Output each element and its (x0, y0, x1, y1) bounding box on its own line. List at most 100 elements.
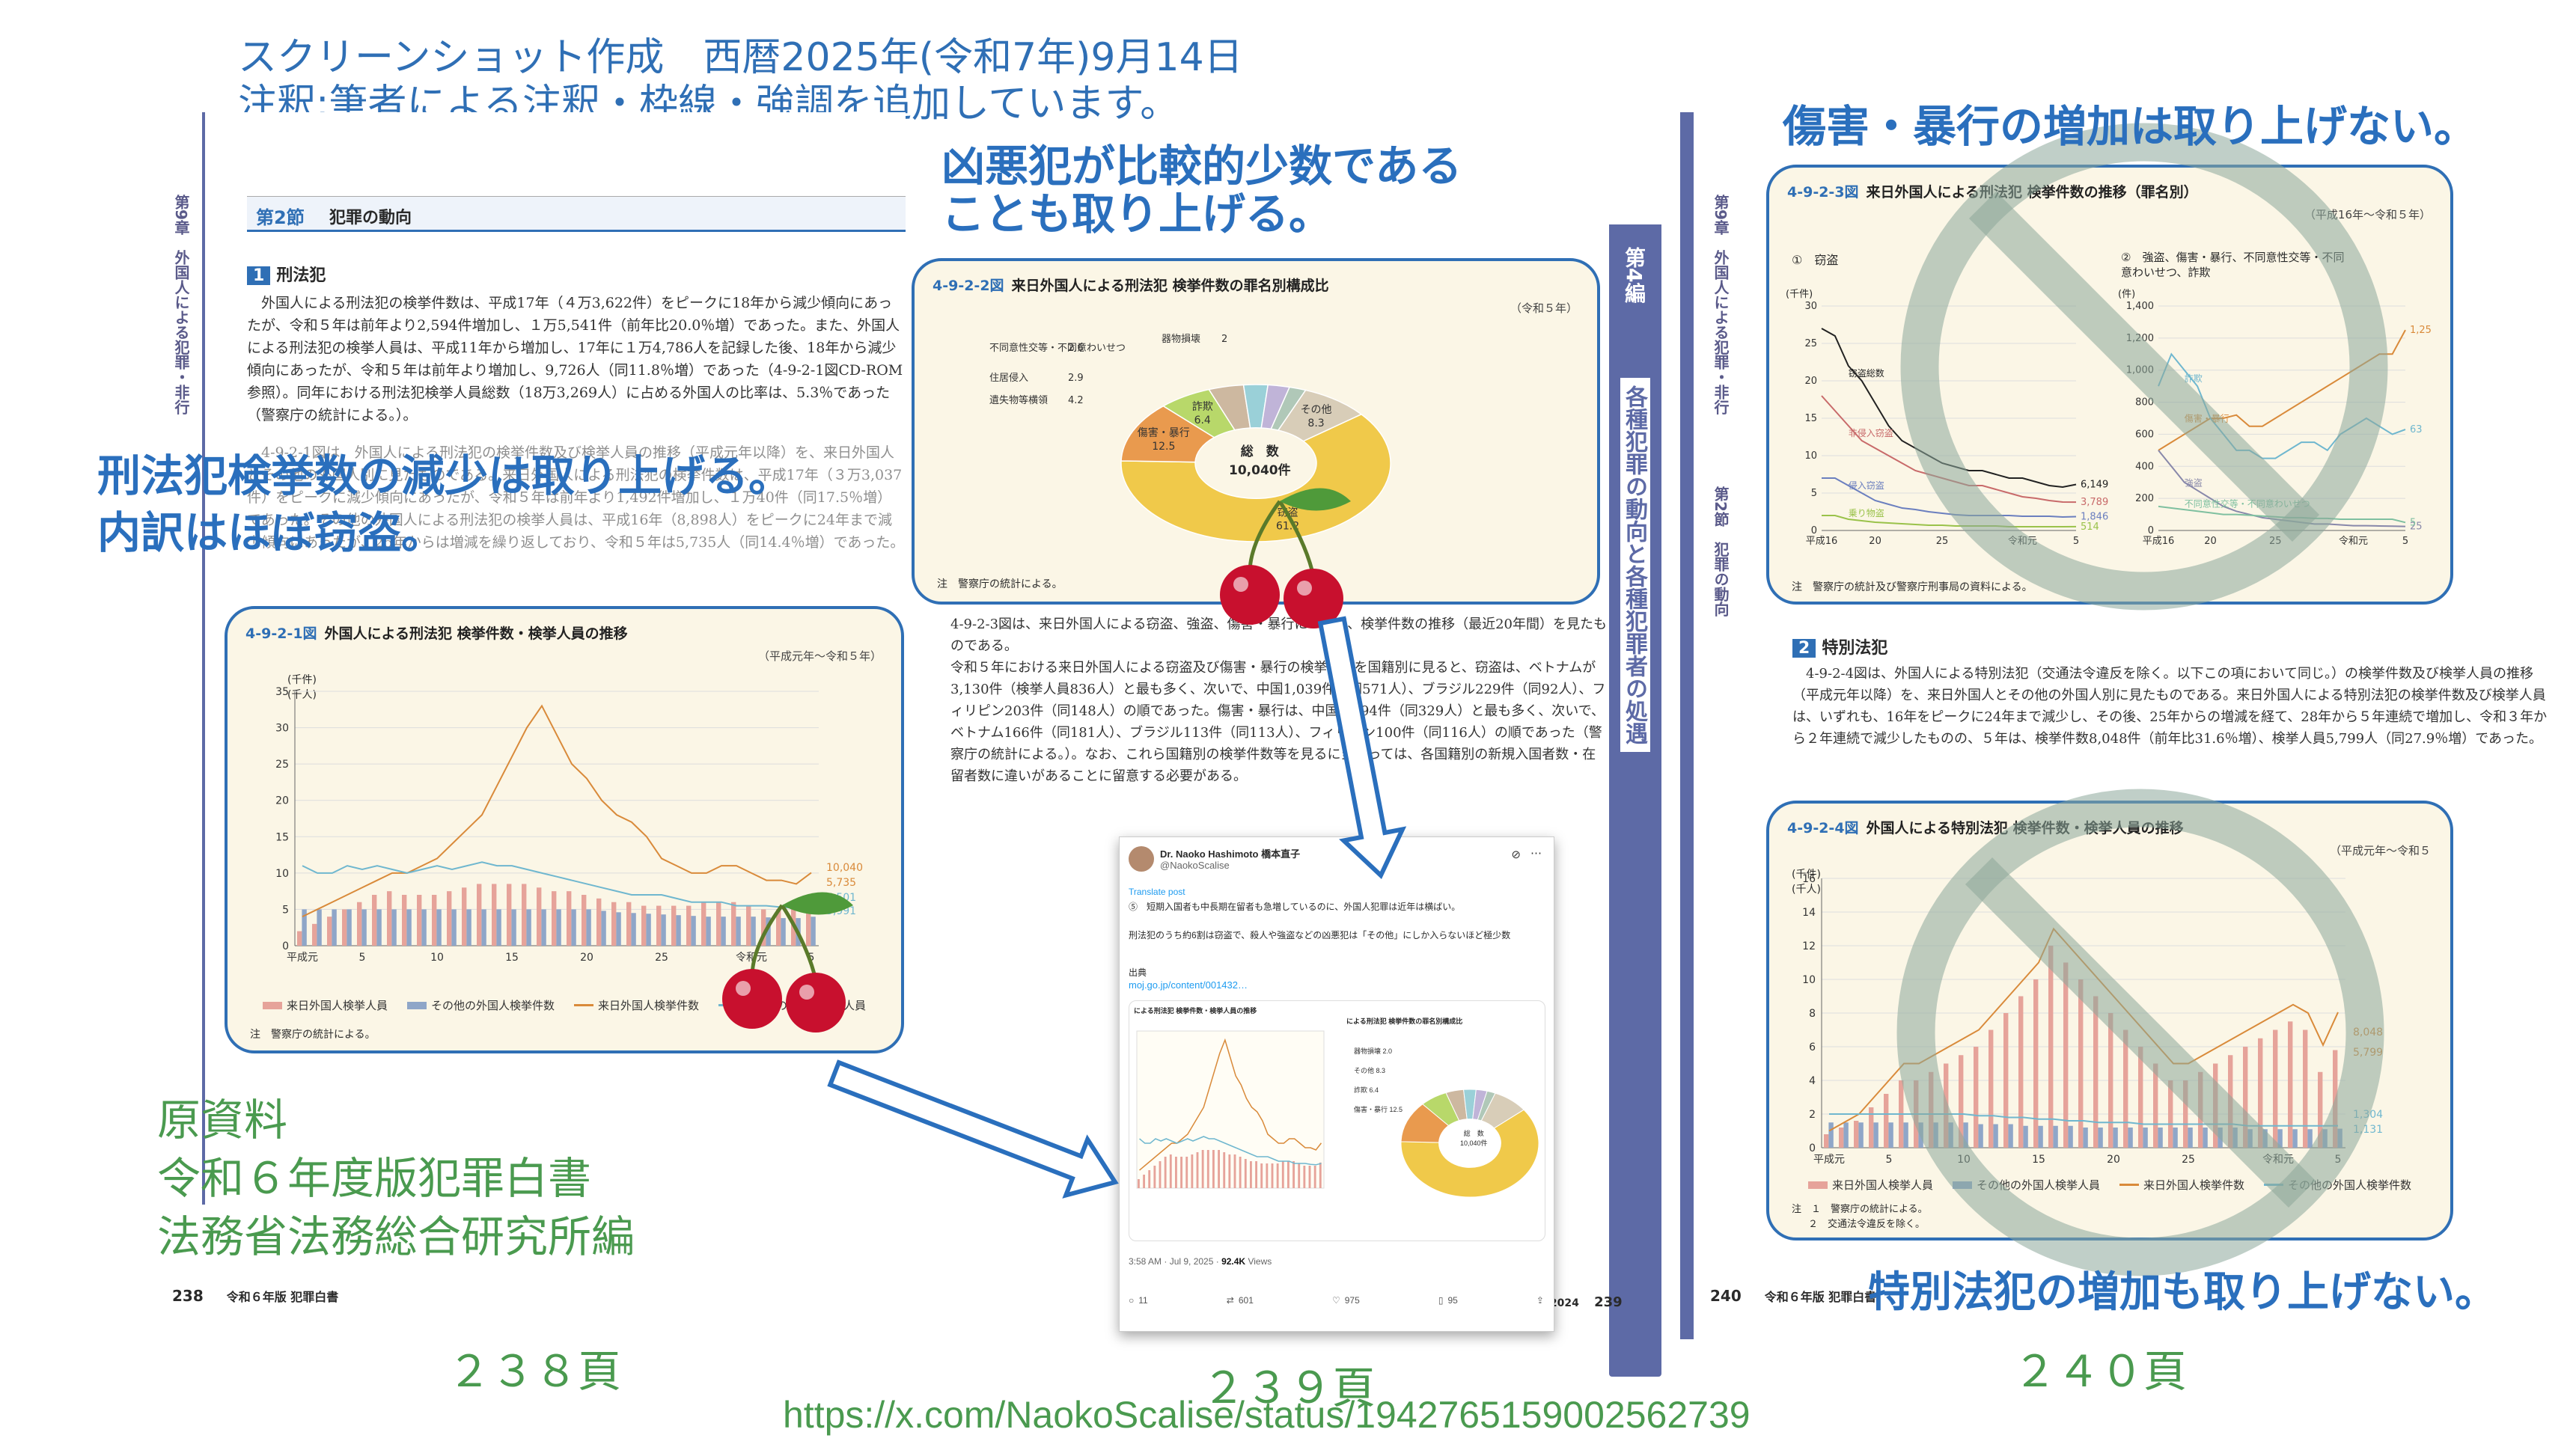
tab-title: 各種犯罪の動向と各種犯罪者の処遇 (1620, 378, 1650, 753)
bar (1858, 1122, 1864, 1148)
tweet-author[interactable]: Dr. Naoko Hashimoto 橋本直子 (1160, 848, 1301, 860)
paragraph-2: 4-9-2-1図は、外国人による刑法犯の検挙件数及び検挙人員の推移（平成元年以降… (247, 444, 905, 551)
bar (1963, 1122, 1968, 1148)
bar (2123, 1030, 2128, 1148)
bar (586, 909, 591, 946)
embed-pie-slice (1400, 1109, 1539, 1198)
bar (2277, 1129, 2283, 1148)
reply-button[interactable]: ○11 (1129, 1295, 1148, 1306)
chart-note-2: ２ 交通法令違反を除く。 (1808, 1219, 1926, 1230)
bar (716, 902, 721, 946)
tweet-embedded-image[interactable]: による刑法犯 検挙件数・検挙人員の推移 による刑法犯 検挙件数の罪名別構成比 器… (1129, 1000, 1545, 1241)
x-tick-label: 25 (2269, 536, 2282, 547)
bar (2023, 1125, 2028, 1148)
bar (332, 909, 337, 946)
bar (2038, 1125, 2043, 1148)
page-238-left-rule (202, 112, 205, 1205)
page-239-tab: 第4編 各種犯罪の動向と各種犯罪者の処遇 (1609, 224, 1661, 1377)
y-tick-label: 0 (1811, 525, 1817, 536)
more-icon[interactable]: ⋯ (1530, 847, 1542, 860)
subsection-num: 1 (247, 266, 271, 285)
slice-label: 詐欺 (1192, 401, 1213, 413)
x-tick-label: 20 (1869, 536, 1881, 547)
panel1-title: ① 窃盗 (1792, 253, 1839, 267)
avatar[interactable] (1129, 846, 1154, 872)
embed-bar (1201, 1150, 1204, 1188)
embed-bar (1169, 1154, 1172, 1188)
embed-total: 総 数 10,040件 (1460, 1130, 1488, 1147)
x-tick-label: 平成元 (287, 952, 318, 964)
tweet-actions: ○11 ⇄601 ♡975 ▯95 ⇪ (1129, 1295, 1544, 1306)
bar (582, 895, 587, 946)
bookmark-button[interactable]: ▯95 (1438, 1295, 1458, 1306)
bar (466, 909, 471, 946)
bar (2318, 1071, 2323, 1148)
page-238-sidebar: 第9章 外国人による犯罪・非行 (172, 195, 190, 414)
page-239-paragraph: 4-9-2-3図は、来日外国人による窃盗、強盗、傷害・暴行について、検挙件数の推… (950, 617, 1607, 784)
bar (481, 909, 486, 946)
slice-value: 2 (1221, 334, 1227, 345)
x-tick-label: 15 (2032, 1154, 2045, 1166)
bar (776, 909, 781, 946)
embed-bar (1298, 1163, 1301, 1188)
embed-bar (1244, 1159, 1247, 1188)
legend-item: 来日外国人検挙件数 (2119, 1177, 2244, 1193)
bar (2143, 1128, 2148, 1148)
tweet-handle[interactable]: @NaokoScalise (1160, 860, 1230, 871)
end-value-label: 1,131 (2353, 1124, 2383, 1136)
bar (496, 909, 501, 946)
x-tick-label: 令和元 (2339, 536, 2368, 547)
bar (2098, 1128, 2103, 1148)
y-tick-label: 10 (1804, 450, 1817, 462)
bar (2003, 1013, 2009, 1148)
x-tick-label: 5 (808, 952, 815, 964)
tweet-link[interactable]: moj.go.jp/content/001432… (1129, 979, 1248, 991)
series-line (2158, 450, 2406, 527)
repost-button[interactable]: ⇄601 (1226, 1295, 1254, 1306)
source-line-1: 原資料 (157, 1095, 288, 1145)
bar (2213, 1063, 2218, 1148)
tweet-card[interactable]: Dr. Naoko Hashimoto 橋本直子 @NaokoScalise ⊘… (1119, 836, 1554, 1332)
slice-label: 不同意性交等・不同意わいせつ (989, 342, 1126, 354)
bar (477, 884, 482, 946)
slice-label: 遺失物等横領 (989, 394, 1048, 406)
bar (2018, 996, 2024, 1148)
slice-value: 2.6 (1068, 343, 1084, 354)
annotation-top-center: 凶悪犯が比較的少数である ことも取り上げる。 (941, 141, 1462, 239)
chart-4-9-2-4-panel: 4-9-2-4図外国人による特別法犯 検挙件数・検挙人員の推移 （平成元年～令和… (1766, 801, 2453, 1240)
bar (432, 895, 437, 946)
bar (2218, 1128, 2223, 1148)
embed-bar (1313, 1166, 1316, 1188)
bar (1918, 1122, 1923, 1148)
slice-label: 窃盗 (1278, 507, 1298, 519)
bar (2008, 1124, 2013, 1148)
bar (2158, 1128, 2163, 1148)
y-tick-label: 30 (1804, 301, 1817, 312)
y-tick-label: 25 (1804, 338, 1817, 349)
like-button[interactable]: ♡975 (1331, 1295, 1360, 1306)
source-url[interactable]: https://x.com/NaokoScalise/status/194276… (783, 1394, 1751, 1436)
bar (616, 912, 621, 946)
bar (2303, 1030, 2308, 1148)
share-button[interactable]: ⇪ (1536, 1295, 1544, 1306)
series-name-label: 不同意性交等・不同意わいせつ (2185, 498, 2310, 509)
bar (526, 909, 531, 946)
bar (766, 917, 771, 946)
bar (2078, 979, 2084, 1148)
end-value-label: 5,501 (826, 892, 856, 904)
end-value-label: 1,25 (2410, 325, 2432, 336)
bar (641, 905, 647, 946)
chart-legend: 来日外国人検挙人員 その他の外国人検挙人員 来日外国人検挙件数 その他の外国人検… (1784, 1177, 2435, 1193)
embed-bar (1191, 1154, 1194, 1188)
bar (2183, 1080, 2188, 1148)
legend-item: 来日外国人検挙人員 (1807, 1177, 1933, 1193)
bar (2288, 1021, 2293, 1148)
grok-icon[interactable]: ⊘ (1511, 848, 1521, 861)
slice-label: 住居侵入 (989, 372, 1028, 384)
bar (1854, 1121, 1859, 1148)
translate-link[interactable]: Translate post (1129, 887, 1185, 897)
bar (522, 884, 527, 946)
y-tick-label: 30 (275, 723, 289, 735)
